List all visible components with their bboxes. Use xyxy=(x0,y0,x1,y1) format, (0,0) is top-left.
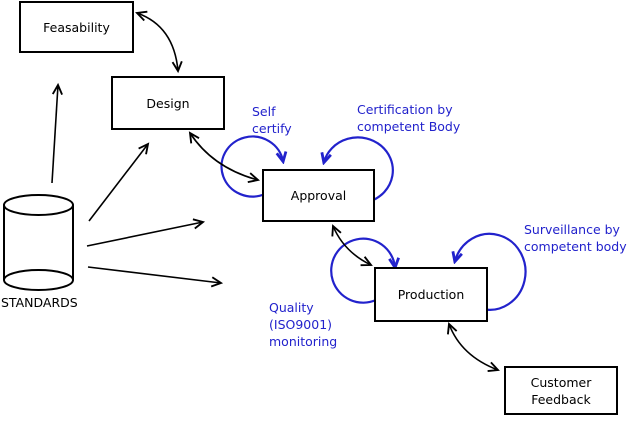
node-customer-feedback: Customer Feedback xyxy=(504,366,618,415)
quality-label: Quality (ISO9001) monitoring xyxy=(269,300,338,349)
node-approval: Approval xyxy=(262,169,375,222)
standards-cylinder-icon xyxy=(3,194,74,291)
arrow-standards-to-design xyxy=(88,142,150,222)
node-design: Design xyxy=(111,76,225,130)
self-certify-label: Self certify xyxy=(252,104,292,136)
standards-label: STANDARDS xyxy=(1,295,78,310)
certification-loop-arrow xyxy=(324,136,394,203)
arrow-production-feedback xyxy=(446,322,500,372)
arrow-design-approval xyxy=(188,131,261,184)
surveillance-loop-arrow xyxy=(455,232,527,311)
surveillance-label: Surveillance by competent body xyxy=(524,222,627,254)
arrow-standards-to-approval xyxy=(86,218,206,247)
arrow-standards-to-production xyxy=(87,266,224,288)
node-production: Production xyxy=(374,267,488,322)
certification-label: Certification by competent Body xyxy=(357,102,461,134)
arrow-approval-production xyxy=(331,224,373,267)
arrow-standards-to-feasability xyxy=(51,82,63,184)
arrow-feasability-design xyxy=(135,10,183,74)
node-feasability: Feasability xyxy=(19,1,134,53)
